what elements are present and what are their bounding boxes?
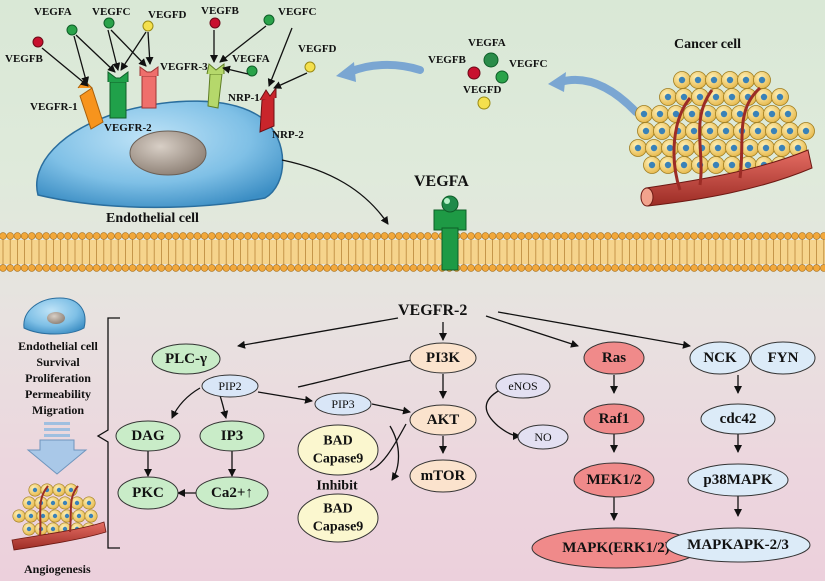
label-vegfb-left: VEGFB bbox=[5, 53, 44, 65]
outcome-proliferation: Proliferation bbox=[25, 371, 91, 385]
receptor-vegfr2-icon bbox=[107, 71, 129, 119]
ligand-dots bbox=[32, 14, 316, 77]
label-vegfr3: VEGFR-3 bbox=[160, 61, 208, 73]
node-pip3: PIP3 bbox=[314, 392, 372, 416]
node-enos: eNOS bbox=[495, 373, 551, 399]
node-dag: DAG bbox=[115, 420, 181, 452]
svg-text:Capase9: Capase9 bbox=[313, 520, 364, 535]
label-vegfa-mid: VEGFA bbox=[232, 53, 270, 65]
svg-text:MEK1/2: MEK1/2 bbox=[587, 472, 642, 488]
svg-text:PI3K: PI3K bbox=[426, 350, 461, 366]
outcome-migration: Migration bbox=[32, 403, 84, 417]
node-p38mapk: p38MAPK bbox=[687, 463, 789, 497]
label-vegfr2: VEGFR-2 bbox=[104, 122, 152, 134]
node-akt: AKT bbox=[409, 404, 477, 436]
svg-text:p38MAPK: p38MAPK bbox=[703, 472, 772, 488]
node-mapk-erk: MAPK(ERK1/2) bbox=[531, 527, 701, 569]
label-inhibit: Inhibit bbox=[316, 479, 358, 494]
node-mapkapk: MAPKAPK-2/3 bbox=[665, 527, 811, 563]
outcome-endothelial-cell: Endothelial cell bbox=[18, 339, 98, 353]
label-vegfd-top: VEGFD bbox=[148, 9, 187, 21]
label-vegfc-top: VEGFC bbox=[92, 6, 131, 18]
svg-text:Raf1: Raf1 bbox=[599, 411, 630, 427]
node-calcium: Ca2+↑ bbox=[195, 476, 269, 510]
svg-text:NO: NO bbox=[534, 430, 552, 444]
node-raf1: Raf1 bbox=[583, 403, 645, 435]
label-vegfb-top: VEGFB bbox=[201, 5, 240, 17]
node-pip2: PIP2 bbox=[201, 374, 259, 398]
label-vegfd-right: VEGFD bbox=[298, 43, 337, 55]
svg-text:IP3: IP3 bbox=[221, 428, 244, 444]
outcome-survival: Survival bbox=[36, 355, 80, 369]
bracket bbox=[96, 317, 120, 549]
svg-text:Ras: Ras bbox=[602, 350, 626, 366]
label-vegfr1: VEGFR-1 bbox=[30, 101, 78, 113]
svg-text:eNOS: eNOS bbox=[508, 379, 537, 393]
ligand-arrows bbox=[41, 25, 308, 89]
label-vegfa-top: VEGFA bbox=[34, 6, 72, 18]
label-cluster-vegfb: VEGFB bbox=[428, 54, 467, 66]
node-fyn: FYN bbox=[750, 341, 816, 375]
svg-text:AKT: AKT bbox=[427, 412, 460, 428]
outcome-permeability: Permeability bbox=[25, 387, 91, 401]
node-mek: MEK1/2 bbox=[573, 462, 655, 498]
small-endothelial-cell-icon bbox=[23, 297, 86, 335]
node-bad-capase9-bottom: BAD Capase9 bbox=[297, 493, 379, 543]
svg-text:cdc42: cdc42 bbox=[720, 411, 757, 427]
label-membrane-vegfr2: VEGFR-2 bbox=[398, 302, 467, 319]
svg-text:FYN: FYN bbox=[768, 350, 799, 366]
label-membrane-vegfa: VEGFA bbox=[414, 173, 469, 190]
node-plc-gamma: PLC-γ bbox=[151, 343, 221, 375]
label-angiogenesis: Angiogenesis bbox=[24, 562, 91, 576]
svg-text:PLC-γ: PLC-γ bbox=[165, 351, 207, 367]
svg-text:Capase9: Capase9 bbox=[313, 452, 364, 467]
blood-vessel-top bbox=[640, 86, 813, 207]
label-cluster-vegfc: VEGFC bbox=[509, 58, 548, 70]
node-ras: Ras bbox=[583, 341, 645, 375]
svg-text:BAD: BAD bbox=[323, 434, 353, 449]
svg-text:PIP2: PIP2 bbox=[218, 379, 241, 393]
receptor-nrp2-icon bbox=[259, 86, 277, 133]
node-pkc: PKC bbox=[117, 476, 179, 510]
receptor-nrp1-icon bbox=[206, 63, 225, 109]
node-mtor: mTOR bbox=[409, 459, 477, 493]
label-endothelial-cell: Endothelial cell bbox=[106, 211, 199, 226]
node-ip3: IP3 bbox=[199, 420, 265, 452]
label-nrp2: NRP-2 bbox=[272, 129, 304, 141]
node-cdc42: cdc42 bbox=[700, 403, 776, 435]
membrane-receptor-icon bbox=[433, 195, 467, 271]
down-arrow-icon bbox=[26, 422, 88, 475]
svg-text:DAG: DAG bbox=[131, 428, 165, 444]
receptor-vegfr3-icon bbox=[139, 66, 159, 109]
label-nrp1: NRP-1 bbox=[228, 92, 260, 104]
svg-text:MAPK(ERK1/2): MAPK(ERK1/2) bbox=[562, 540, 669, 556]
label-cluster-vegfd: VEGFD bbox=[463, 84, 502, 96]
svg-text:PIP3: PIP3 bbox=[331, 397, 354, 411]
endothelial-cell-illustration bbox=[36, 100, 284, 209]
svg-text:PKC: PKC bbox=[132, 485, 164, 501]
svg-text:Ca2+↑: Ca2+↑ bbox=[211, 485, 253, 501]
svg-text:mTOR: mTOR bbox=[421, 468, 466, 484]
node-no: NO bbox=[517, 424, 569, 450]
svg-text:BAD: BAD bbox=[323, 502, 353, 517]
svg-text:MAPKAPK-2/3: MAPKAPK-2/3 bbox=[687, 537, 789, 553]
cell-membrane-bilayer bbox=[0, 232, 825, 272]
receptor-vegfr1-icon bbox=[77, 79, 104, 130]
label-cluster-vegfa: VEGFA bbox=[468, 37, 506, 49]
svg-text:NCK: NCK bbox=[703, 350, 737, 366]
angiogenesis-illustration bbox=[11, 483, 107, 551]
arrow-cell-to-membrane bbox=[281, 159, 389, 225]
ligand-cluster bbox=[467, 52, 509, 110]
node-nck: NCK bbox=[689, 341, 751, 375]
label-vegfc-top-right: VEGFC bbox=[278, 6, 317, 18]
pathway-arrows bbox=[144, 311, 742, 521]
node-bad-capase9-top: BAD Capase9 bbox=[297, 424, 379, 476]
secretion-arrows bbox=[336, 60, 640, 116]
label-cancer-cell: Cancer cell bbox=[674, 37, 741, 52]
node-pi3k: PI3K bbox=[409, 342, 477, 374]
